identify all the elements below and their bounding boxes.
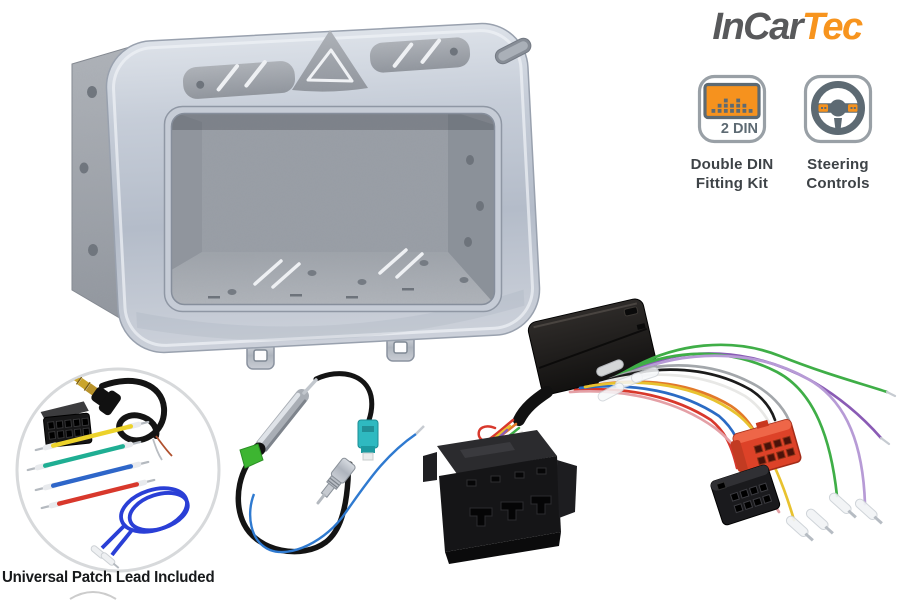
crimp-terminal <box>828 492 857 519</box>
triangle-vent <box>292 30 368 92</box>
heatshrink-sleeve <box>513 386 553 426</box>
blue-remote-wire <box>248 425 425 554</box>
din-badge-text: 2 DIN <box>721 121 758 137</box>
interface-box <box>527 298 657 395</box>
crimp-terminal <box>854 498 883 525</box>
crimp-terminals <box>785 492 883 542</box>
radio-display <box>703 82 761 120</box>
crimp-terminal <box>805 508 834 535</box>
patch-lead-photo <box>15 367 221 600</box>
slot-top-right <box>494 37 532 65</box>
coiled-blue-lead <box>90 486 190 569</box>
opening-bevel <box>163 105 503 313</box>
vent-left <box>182 60 296 99</box>
aerial-adapter-photo <box>235 371 425 555</box>
inline-amplifier <box>252 378 318 456</box>
patch-wire-yellow <box>34 420 150 452</box>
steering-harness-photo <box>423 298 897 564</box>
patch-wire-teal <box>26 440 142 472</box>
din-aerial-plug <box>316 457 356 505</box>
iso-connector-black <box>710 464 781 526</box>
steering-wheel-icon <box>803 74 873 144</box>
feature-double-din: 2 DIN Double DIN Fitting Kit <box>682 74 782 193</box>
crimp-terminal <box>785 515 814 542</box>
double-din-fascia-cage-photo <box>71 22 541 370</box>
molex-connector <box>40 401 93 448</box>
equalizer-dots <box>711 98 753 113</box>
patch-wires <box>26 420 156 510</box>
coil-terminal <box>100 552 120 569</box>
aux-jack-lead <box>71 374 173 461</box>
feature-badges: 2 DIN Double DIN Fitting Kit <box>682 74 888 193</box>
incartec-logo: InCarTec <box>688 6 886 49</box>
quadlock-connector <box>423 430 577 564</box>
logo-text-incar: InCar <box>712 6 803 48</box>
iso-connector-red <box>730 419 802 477</box>
feature-steering-controls: Steering Controls <box>788 74 888 193</box>
vent-right <box>369 37 471 73</box>
patch-wire-red <box>40 478 156 510</box>
patch-lead-caption: Universal Patch Lead Included <box>2 569 215 586</box>
2din-radio-icon: 2 DIN <box>697 74 767 144</box>
label-tag <box>239 443 264 469</box>
feature-label-double-din: Double DIN Fitting Kit <box>690 156 774 192</box>
steering-buttons <box>818 104 858 112</box>
feature-label-steering: Steering Controls <box>806 156 870 192</box>
cropped-circle-edge <box>69 591 117 600</box>
mounting-tab-left <box>246 341 275 370</box>
patch-wire-blue <box>34 460 150 492</box>
din-cage-interior <box>168 110 498 308</box>
fakra-connector <box>357 419 379 461</box>
logo-text-tec: Tec <box>802 6 863 48</box>
bullet-connectors <box>596 359 660 402</box>
